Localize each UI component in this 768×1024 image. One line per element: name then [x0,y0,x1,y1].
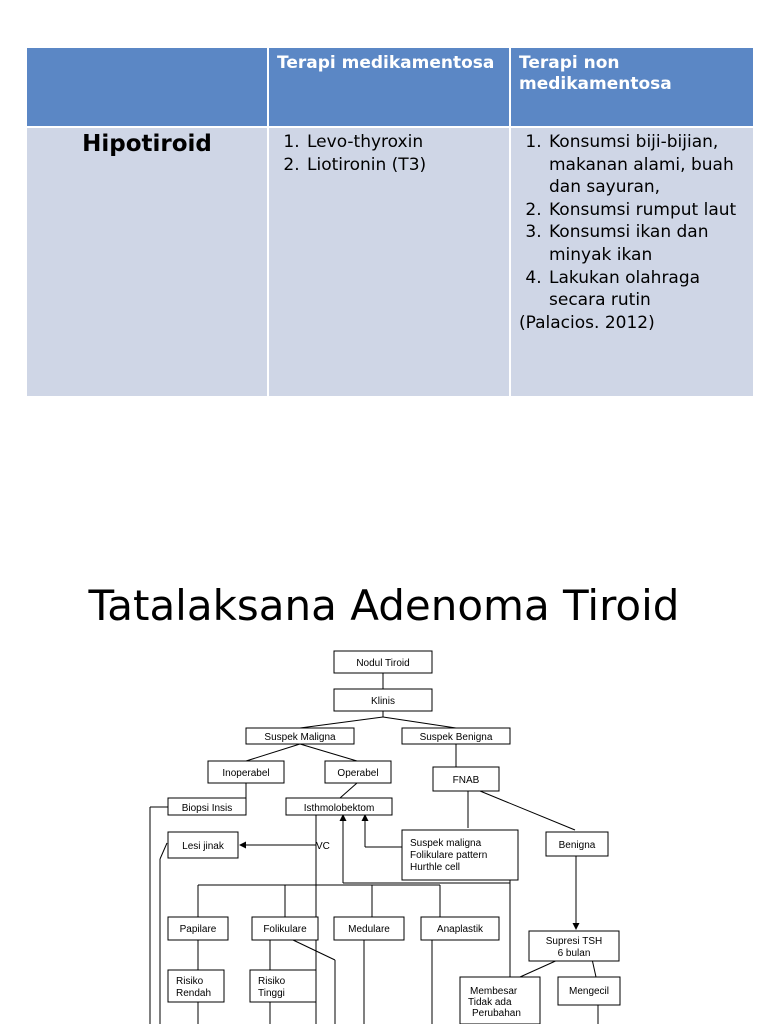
therapy-table: Terapi medikamentosa Terapi non medikame… [27,48,753,396]
node-label: Papilare [180,924,217,935]
flowchart: Nodul Tiroid Klinis Suspek Maligna Suspe… [149,650,621,1024]
node-label: Inoperabel [222,768,269,779]
node-folikulare: Folikulare [251,916,319,941]
node-risiko-rendah: Risiko Rendah [167,969,225,1003]
non-medikamentosa-cell: Konsumsi biji-bijian, makanan alami, bua… [511,128,753,396]
node-label: Nodul Tiroid [356,658,409,669]
non-medikamentosa-list: Konsumsi biji-bijian, makanan alami, bua… [519,131,745,312]
medikamentosa-list: Levo-thyroxin Liotironin (T3) [277,131,501,176]
list-item: Konsumsi biji-bijian, makanan alami, bua… [547,131,745,199]
node-suspek-maligna: Suspek Maligna [245,727,355,745]
node-lesi-jinak: Lesi jinak [167,831,239,859]
node-biopsi-insisi: Biopsi Insis [167,797,247,816]
node-suspek-benigna: Suspek Benigna [401,727,511,745]
node-label: Folikulare pattern [410,850,487,861]
flowchart-connectors [149,673,599,1024]
node-label: Supresi TSH [546,936,603,947]
slide-title: Tatalaksana Adenoma Tiroid [88,581,680,630]
node-label: FNAB [453,775,480,786]
list-item: Liotironin (T3) [305,154,501,177]
list-item: Konsumsi rumput laut [547,199,745,222]
node-papilare: Papilare [167,916,229,941]
node-label: Folikulare [263,924,307,935]
node-label: Lesi jinak [182,841,225,852]
node-vc: VC [316,841,330,852]
node-label: Membesar [470,986,518,997]
node-fnab: FNAB [432,766,500,792]
node-mengecil: Mengecil [557,976,621,1006]
node-nodul-tiroid: Nodul Tiroid [333,650,433,674]
node-label: Tinggi [258,988,285,999]
node-label: Perubahan [472,1008,521,1019]
node-operabel: Operabel [324,760,392,784]
node-label: Anaplastik [437,924,484,935]
node-label: Klinis [371,696,395,707]
node-anaplastik: Anaplastik [420,916,500,941]
node-label: 6 bulan [558,948,591,959]
node-supresi-tsh: Supresi TSH 6 bulan [528,930,620,962]
list-item: Lakukan olahraga secara rutin [547,267,745,312]
table-header-non-medikamentosa: Terapi non medikamentosa [511,48,753,126]
node-isthmolobektomi: Isthmolobektom [285,797,393,816]
node-label: Operabel [337,768,378,779]
node-label: Suspek Maligna [264,732,336,743]
node-risiko-tinggi: Risiko Tinggi [249,969,317,1003]
node-label: Risiko [258,976,286,987]
node-inoperabel: Inoperabel [207,760,285,784]
row-label-hipotiroid: Hipotiroid [27,128,267,396]
node-label: Tidak ada [468,997,512,1008]
citation: (Palacios. 2012) [519,312,655,333]
node-benigna: Benigna [545,831,609,857]
node-label: Mengecil [569,986,609,997]
node-klinis: Klinis [333,688,433,712]
node-label: Benigna [559,840,596,851]
list-item: Konsumsi ikan dan minyak ikan [547,221,745,266]
node-label: Suspek maligna [410,838,482,849]
node-label: Risiko [176,976,204,987]
node-medulare: Medulare [333,916,405,941]
medikamentosa-cell: Levo-thyroxin Liotironin (T3) [269,128,509,396]
table-header-medikamentosa: Terapi medikamentosa [269,48,509,126]
node-label: Biopsi Insis [182,803,233,814]
node-membesar: Membesar Tidak ada Perubahan [459,976,541,1024]
node-label: Medulare [348,924,390,935]
node-suspek-maligna-detail: Suspek maligna Folikulare pattern Hurthl… [401,829,519,881]
node-label: Rendah [176,988,211,999]
node-label: Isthmolobektom [304,803,375,814]
list-item: Levo-thyroxin [305,131,501,154]
table-header-empty [27,48,267,126]
node-label: Suspek Benigna [420,732,493,743]
node-label: Hurthle cell [410,862,460,873]
